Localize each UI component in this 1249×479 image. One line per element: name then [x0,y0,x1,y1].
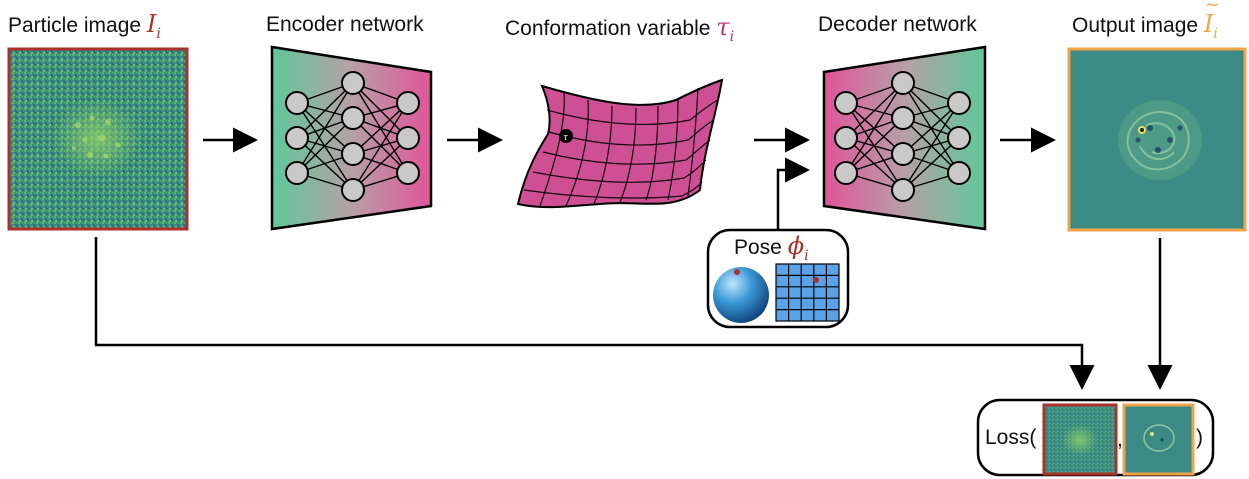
loss-box [976,398,1215,477]
particle-image-subscript: i [156,26,161,42]
output-image-subscript: i [1213,26,1218,42]
conformation-symbol: τ [716,13,730,41]
decoder-title: Decoder network [818,13,977,36]
loss-output-thumb [1122,403,1195,476]
latent-point-label: τ [563,133,569,143]
pose-symbol: ϕ [787,232,805,260]
loss-input-thumb [1042,403,1118,476]
arrow-input-to-loss [94,237,1095,390]
particle-image-symbol: I [146,10,157,38]
latent-point-icon [559,129,573,143]
pose-subscript: i [804,248,809,264]
particle-image [7,47,189,231]
encoder-network [270,45,433,231]
decoder-network [822,45,987,231]
conformation-manifold: τ [516,78,724,209]
particle-image-title: Particle image Ii [8,10,161,42]
loss-close-label: ) [1196,426,1203,449]
output-image-label: Output image [1072,14,1199,37]
pose-title: Pose ϕi [734,232,809,264]
manifold-grid [523,87,719,207]
conformation-title: Conformation variable τi [505,13,734,45]
sphere-icon [713,267,769,323]
arrow-pose-to-decoder [776,157,810,232]
particle-image-label: Particle image [8,14,142,37]
conformation-label: Conformation variable [505,17,711,40]
conformation-subscript: i [729,29,735,45]
pose-label: Pose [734,236,782,259]
flow-arrows [94,127,1173,390]
output-image [1067,47,1247,232]
output-image-symbol: I [1204,0,1221,38]
loss-open-label: Loss( [985,426,1037,449]
encoder-title: Encoder network [266,13,424,36]
output-image-title: Output image Ii [1072,0,1221,42]
decoder-nodes [834,71,971,202]
loss-comma-label: , [1117,428,1123,451]
pose-box [706,228,850,329]
grid-icon [775,263,840,322]
encoder-nodes [285,71,420,202]
